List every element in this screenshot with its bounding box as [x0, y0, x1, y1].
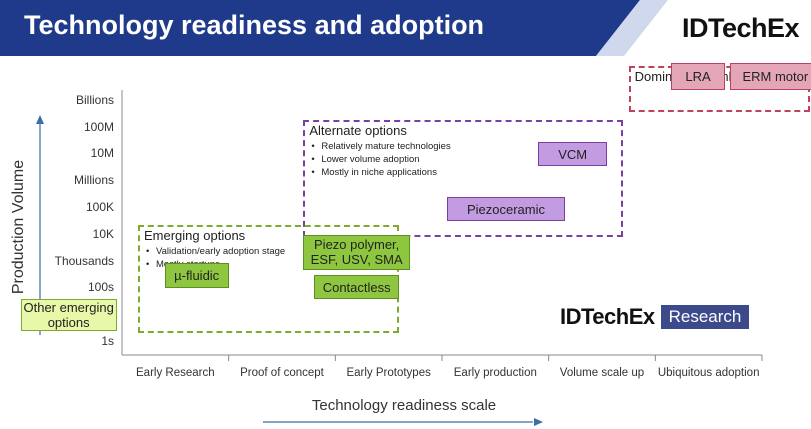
banner-light-stripe: [596, 0, 668, 56]
y-tick-label: 10M: [90, 146, 114, 161]
group-bullets: Relatively mature technologiesLower volu…: [311, 140, 450, 179]
y-tick-label: 100K: [85, 200, 114, 214]
technology-box: Contactless: [314, 275, 400, 300]
group-bullet: Lower volume adoption: [311, 153, 450, 166]
y-tick-label: 100M: [83, 119, 114, 134]
group-title: Alternate options: [309, 122, 407, 138]
y-tick-label: Millions: [73, 173, 114, 188]
x-tick-label: Volume scale up: [559, 367, 645, 379]
technology-box: Other emerging options: [20, 299, 117, 332]
technology-box: ERM motor: [730, 63, 811, 91]
x-axis-label: Technology readiness scale: [311, 397, 497, 414]
technology-box: LRA: [671, 63, 725, 91]
y-tick-label: Billions: [75, 92, 114, 107]
group-bullet: Validation/early adoption stage: [146, 245, 285, 258]
x-tick-label: Early Prototypes: [346, 367, 431, 379]
banner-dark-band: [0, 0, 640, 56]
group-box: [303, 119, 624, 238]
x-tick-label: Ubiquitous adoption: [657, 367, 760, 379]
y-tick-label: 1s: [101, 334, 114, 348]
y-tick-label: 100s: [87, 280, 114, 295]
group-title: Emerging options: [144, 228, 246, 244]
technology-box: Piezo polymer, ESF, USV, SMA: [303, 234, 410, 270]
y-tick-label: 10K: [92, 226, 114, 241]
research-logo-brand: IDTechEx: [560, 304, 655, 329]
x-tick-label: Early Research: [136, 367, 215, 379]
y-tick-label: Thousands: [54, 253, 114, 268]
technology-box: µ-fluidic: [164, 262, 229, 289]
idtechex-logo: IDTechEx: [682, 13, 800, 43]
idtechex-research-logo: IDTechEx Research: [560, 304, 750, 330]
x-tick-label: Proof of concept: [240, 367, 324, 379]
x-axis-arrow-icon: [263, 418, 543, 426]
x-tick-label: Early production: [453, 367, 537, 379]
slide-title: Technology readiness and adoption: [24, 10, 485, 40]
research-logo-tag: Research: [660, 305, 750, 329]
technology-box: Piezoceramic: [447, 197, 565, 222]
title-banner: Technology readiness and adoption IDTech…: [0, 0, 811, 56]
banner-background: [0, 0, 668, 56]
group-bullet: Mostly in niche applications: [311, 166, 450, 179]
group-bullet: Relatively mature technologies: [311, 140, 450, 153]
technology-box: VCM: [538, 142, 608, 167]
